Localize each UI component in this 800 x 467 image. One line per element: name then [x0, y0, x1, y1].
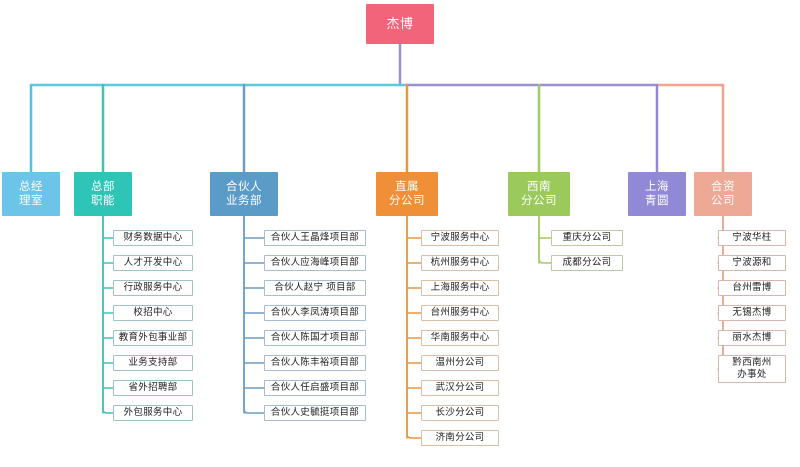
node-shanghai-qingyuan-label: 上海 青圆: [645, 180, 669, 207]
leaf-headquarters-functions-0[interactable]: 财务数据中心: [113, 230, 193, 246]
node-partner-business-dept[interactable]: 合伙人 业务部: [210, 172, 278, 216]
node-joint-venture-label: 合资 公司: [711, 180, 735, 207]
node-general-manager-office-label: 总经 理室: [19, 180, 43, 207]
leaf-joint-venture-2[interactable]: 台州雷博: [718, 280, 786, 296]
leaf-partner-business-dept-4[interactable]: 合伙人陈国才项目部: [264, 330, 366, 346]
node-direct-branch-label: 直属 分公司: [389, 180, 425, 207]
node-southwest-branch[interactable]: 西南 分公司: [508, 172, 570, 216]
leaf-direct-branch-7[interactable]: 长沙分公司: [421, 405, 499, 421]
leaf-southwest-branch-1[interactable]: 成都分公司: [551, 255, 623, 271]
node-joint-venture[interactable]: 合资 公司: [694, 172, 752, 216]
leaf-joint-venture-0[interactable]: 宁波华柱: [718, 230, 786, 246]
leaf-direct-branch-3[interactable]: 台州服务中心: [421, 305, 499, 321]
leaf-partner-business-dept-6[interactable]: 合伙人任启盛项目部: [264, 380, 366, 396]
leaf-joint-venture-3[interactable]: 无锡杰博: [718, 305, 786, 321]
leaf-partner-business-dept-7[interactable]: 合伙人史毓挺项目部: [264, 405, 366, 421]
leaf-direct-branch-6[interactable]: 武汉分公司: [421, 380, 499, 396]
leaf-headquarters-functions-2[interactable]: 行政服务中心: [113, 280, 193, 296]
node-direct-branch[interactable]: 直属 分公司: [376, 172, 438, 216]
leaf-direct-branch-0[interactable]: 宁波服务中心: [421, 230, 499, 246]
leaf-joint-venture-4[interactable]: 丽水杰博: [718, 330, 786, 346]
leaf-partner-business-dept-0[interactable]: 合伙人王晶烽项目部: [264, 230, 366, 246]
node-root[interactable]: 杰博: [366, 4, 434, 44]
leaf-southwest-branch-0[interactable]: 重庆分公司: [551, 230, 623, 246]
node-partner-business-dept-label: 合伙人 业务部: [226, 180, 262, 207]
leaf-partner-business-dept-1[interactable]: 合伙人应海峰项目部: [264, 255, 366, 271]
leaf-partner-business-dept-2[interactable]: 合伙人赵宁 项目部: [264, 280, 366, 296]
leaf-headquarters-functions-3[interactable]: 校招中心: [113, 305, 193, 321]
leaf-direct-branch-8[interactable]: 济南分公司: [421, 430, 499, 446]
node-general-manager-office[interactable]: 总经 理室: [2, 172, 60, 216]
leaf-headquarters-functions-6[interactable]: 省外招聘部: [113, 380, 193, 396]
node-headquarters-functions-label: 总部 职能: [91, 180, 115, 207]
leaf-headquarters-functions-4[interactable]: 教育外包事业部: [113, 330, 193, 346]
leaf-direct-branch-5[interactable]: 温州分公司: [421, 355, 499, 371]
node-headquarters-functions[interactable]: 总部 职能: [74, 172, 132, 216]
leaf-partner-business-dept-5[interactable]: 合伙人陈丰裕项目部: [264, 355, 366, 371]
leaf-direct-branch-1[interactable]: 杭州服务中心: [421, 255, 499, 271]
leaf-direct-branch-4[interactable]: 华南服务中心: [421, 330, 499, 346]
leaf-joint-venture-5[interactable]: 黔西南州 办事处: [718, 355, 786, 383]
leaf-headquarters-functions-5[interactable]: 业务支持部: [113, 355, 193, 371]
leaf-partner-business-dept-3[interactable]: 合伙人李凤涛项目部: [264, 305, 366, 321]
node-southwest-branch-label: 西南 分公司: [521, 180, 557, 207]
node-root-label: 杰博: [386, 15, 414, 31]
leaf-direct-branch-2[interactable]: 上海服务中心: [421, 280, 499, 296]
leaf-headquarters-functions-1[interactable]: 人才开发中心: [113, 255, 193, 271]
leaf-joint-venture-1[interactable]: 宁波源和: [718, 255, 786, 271]
node-shanghai-qingyuan[interactable]: 上海 青圆: [628, 172, 686, 216]
leaf-headquarters-functions-7[interactable]: 外包服务中心: [113, 405, 193, 421]
